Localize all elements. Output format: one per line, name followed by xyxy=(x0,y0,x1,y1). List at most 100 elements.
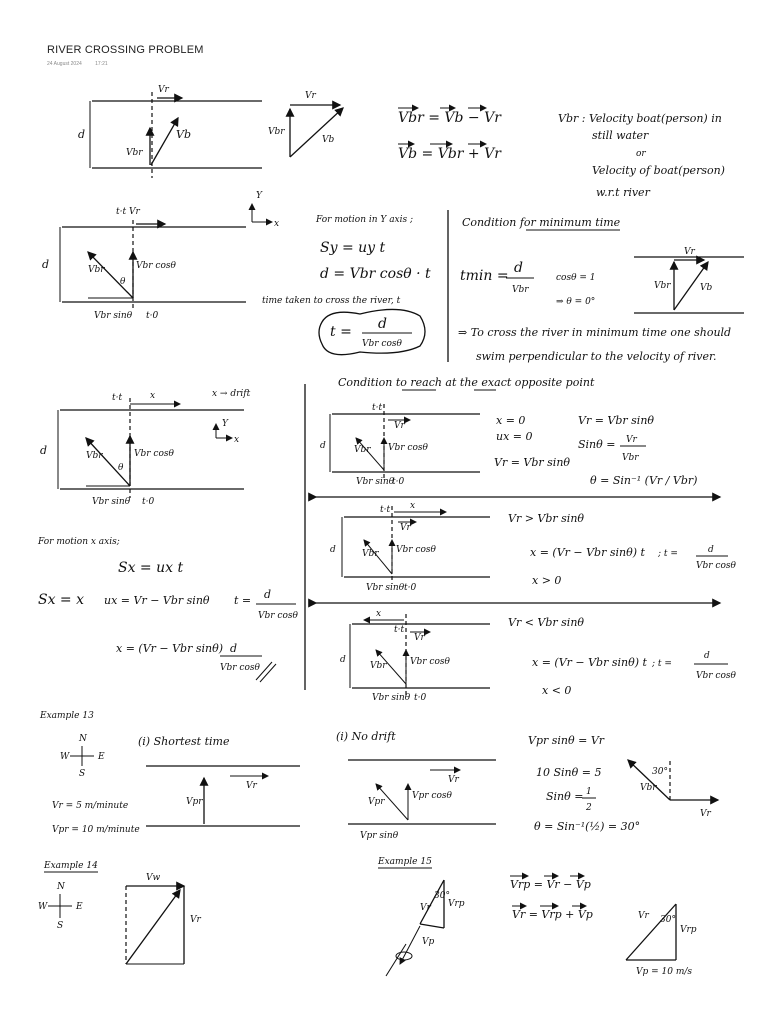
svg-text:t·0: t·0 xyxy=(392,477,404,487)
svg-text:Vrp = Vr − Vp: Vrp = Vr − Vp xyxy=(510,878,591,891)
svg-text:x > 0: x > 0 xyxy=(532,574,561,587)
svg-text:Vbr cosθ: Vbr cosθ xyxy=(696,561,737,571)
svg-text:30°: 30° xyxy=(660,915,676,925)
svg-text:Vpr sinθ = Vr: Vpr sinθ = Vr xyxy=(528,734,605,747)
svg-text:t·t: t·t xyxy=(394,625,404,635)
svg-text:x = 0: x = 0 xyxy=(496,414,525,427)
svg-text:Vbr: Vbr xyxy=(640,783,657,793)
svg-text:Vpr = 10 m/minute: Vpr = 10 m/minute xyxy=(52,825,140,835)
my-theta-label: θ xyxy=(120,277,126,287)
svg-text:t·0: t·0 xyxy=(142,497,154,507)
svg-text:Vbr sinθ: Vbr sinθ xyxy=(356,477,395,487)
svg-text:N: N xyxy=(56,882,66,892)
svg-text:Vr: Vr xyxy=(626,435,637,445)
svg-text:Vbr cosθ: Vbr cosθ xyxy=(134,449,175,459)
svg-text:Vbr cosθ: Vbr cosθ xyxy=(388,443,429,453)
eq-vb: Vb = Vbr + Vr xyxy=(398,146,502,162)
svg-text:Y: Y xyxy=(222,419,229,429)
svg-text:Vbr sinθ: Vbr sinθ xyxy=(92,497,131,507)
svg-text:Vr < Vbr sinθ: Vr < Vbr sinθ xyxy=(508,616,584,629)
svg-text:Vr > Vbr sinθ: Vr > Vbr sinθ xyxy=(508,512,584,525)
svg-text:x: x xyxy=(150,391,155,401)
svg-text:⇒ θ = 0°: ⇒ θ = 0° xyxy=(556,297,595,307)
svg-text:Vr: Vr xyxy=(448,775,459,785)
svg-text:x = (Vr − Vbr sinθ) t: x = (Vr − Vbr sinθ) t xyxy=(532,656,648,669)
top-d-label: d xyxy=(78,128,85,141)
svg-text:tmin =: tmin = xyxy=(460,268,509,284)
svg-text:Condition for minimum time: Condition for minimum time xyxy=(462,216,621,229)
svg-text:(i) Shortest time: (i) Shortest time xyxy=(138,735,230,748)
svg-text:Vp: Vp xyxy=(422,937,434,947)
my-t0-label: t·0 xyxy=(146,311,158,321)
svg-text:d: d xyxy=(330,545,336,555)
svg-text:d: d xyxy=(264,588,271,601)
page-time: 17:21 xyxy=(95,61,108,67)
svg-text:2: 2 xyxy=(585,803,592,813)
svg-text:t·t: t·t xyxy=(372,403,382,413)
svg-text:Vr: Vr xyxy=(638,911,649,921)
svg-text:S: S xyxy=(57,921,63,931)
svg-text:For motion in Y axis ;: For motion in Y axis ; xyxy=(315,215,413,225)
svg-text:ux = 0: ux = 0 xyxy=(496,430,533,443)
svg-text:Vw: Vw xyxy=(146,873,160,883)
svg-text:x: x xyxy=(410,501,415,511)
case-less-block: x t·t Vr d Vbr Vbr cosθ Vbr sinθ t·0 Vr … xyxy=(340,609,737,703)
top-vr-label: Vr xyxy=(158,85,169,95)
top-vector-triangle: Vr Vbr Vb xyxy=(268,91,344,158)
eq-vbr: Vbr = Vb − Vr xyxy=(398,110,502,126)
svg-text:t·t: t·t xyxy=(380,505,390,515)
svg-text:Velocity of boat(person): Velocity of boat(person) xyxy=(592,164,725,177)
svg-text:Vpr: Vpr xyxy=(186,797,203,807)
svg-text:Vr: Vr xyxy=(414,633,425,643)
motion-y-equations: For motion in Y axis ; Sy = uy t d = Vbr… xyxy=(262,215,431,356)
example-14-block: Example 14 N S W E Vw Vr xyxy=(38,861,201,965)
vbr-definition: Vbr : Velocity boat(person) in still wat… xyxy=(558,112,725,199)
svg-text:d: d xyxy=(704,651,710,661)
svg-text:Vp = 10 m/s: Vp = 10 m/s xyxy=(636,967,692,977)
svg-text:Vrp: Vrp xyxy=(680,925,697,935)
my-t-label: t·t Vr xyxy=(116,207,140,217)
svg-text:time taken to cross the river,: time taken to cross the river, t xyxy=(262,296,401,306)
svg-text:Vbr : Velocity boat(person) in: Vbr : Velocity boat(person) in xyxy=(558,112,722,125)
svg-text:Vr: Vr xyxy=(400,523,411,533)
svg-text:t·0: t·0 xyxy=(404,583,416,593)
svg-text:still water: still water xyxy=(592,129,649,142)
tri-vbr-label: Vbr xyxy=(268,127,285,137)
svg-text:x = (Vr − Vbr sinθ): x = (Vr − Vbr sinθ) xyxy=(116,642,223,655)
my-axis-x: x xyxy=(274,219,279,229)
svg-text:or: or xyxy=(636,149,646,159)
svg-text:ux = Vr − Vbr sinθ: ux = Vr − Vbr sinθ xyxy=(104,594,210,607)
svg-text:Vbr: Vbr xyxy=(354,445,371,455)
svg-text:d: d xyxy=(40,444,47,457)
svg-text:Vbr cosθ: Vbr cosθ xyxy=(696,671,737,681)
svg-text:θ = Sin⁻¹ (Vr / Vbr): θ = Sin⁻¹ (Vr / Vbr) xyxy=(590,474,697,487)
svg-text:d: d xyxy=(320,441,326,451)
svg-text:x = (Vr − Vbr sinθ) t: x = (Vr − Vbr sinθ) t xyxy=(530,546,646,559)
svg-text:Vr = Vbr sinθ: Vr = Vbr sinθ xyxy=(578,414,654,427)
svg-text:Vpr sinθ: Vpr sinθ xyxy=(360,831,399,841)
svg-text:Vbr: Vbr xyxy=(512,285,529,295)
svg-text:x → drift: x → drift xyxy=(212,389,251,399)
svg-text:W: W xyxy=(60,752,70,762)
svg-text:Vr: Vr xyxy=(394,421,405,431)
svg-text:Example 15: Example 15 xyxy=(377,857,432,867)
opposite-point-block: Condition to reach at the exact opposite… xyxy=(320,376,697,487)
svg-text:30°: 30° xyxy=(652,767,668,777)
svg-text:1: 1 xyxy=(586,787,592,797)
my-axis-y: Y xyxy=(256,191,263,201)
motion-x-equations: For motion x axis; Sx = ux t Sx = x ux =… xyxy=(37,537,299,683)
my-vbrsin-label: Vbr sinθ xyxy=(94,311,133,321)
my-vbr-label: Vbr xyxy=(88,265,105,275)
svg-text:Vrp: Vrp xyxy=(448,899,465,909)
svg-text:S: S xyxy=(79,769,85,779)
svg-text:d: d xyxy=(514,260,523,276)
svg-text:d: d xyxy=(708,545,714,555)
svg-text:Sinθ =: Sinθ = xyxy=(578,438,615,451)
svg-text:; t =: ; t = xyxy=(657,549,678,559)
top-vbr-label: Vbr xyxy=(126,148,143,158)
svg-text:Vbr: Vbr xyxy=(370,661,387,671)
example-13-block: Example 13 N S W E (i) Shortest time Vpr… xyxy=(39,711,720,841)
example-15-block: Example 15 Vr Vrp 30° Vp Vrp = Vr − Vp V… xyxy=(377,857,697,977)
svg-text:Vpr cosθ: Vpr cosθ xyxy=(412,791,453,801)
svg-text:30°: 30° xyxy=(434,891,450,901)
